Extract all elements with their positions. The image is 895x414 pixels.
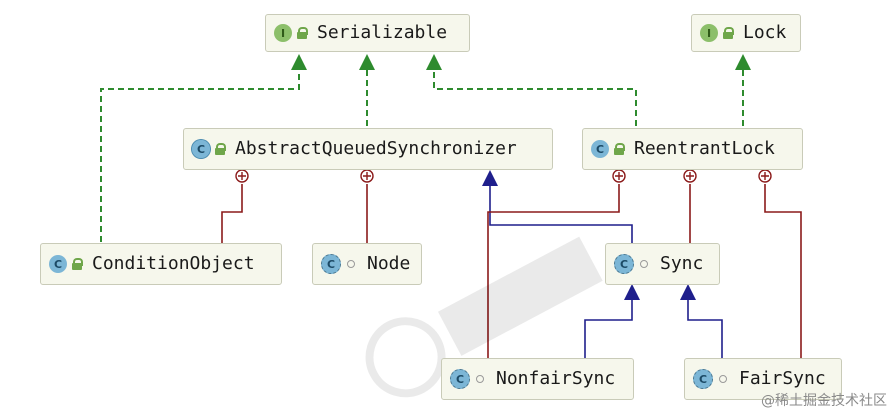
package-private-icon: [476, 375, 484, 383]
edge-aqs-inner-conditionobject: [221, 184, 243, 243]
package-private-icon: [640, 260, 648, 268]
public-lock-icon: [72, 258, 83, 270]
node-nonfairsync[interactable]: C NonfairSync: [441, 358, 634, 400]
node-node[interactable]: C Node: [312, 243, 422, 285]
node-label: Sync: [660, 253, 704, 274]
inner-class-marker: [758, 169, 772, 183]
package-private-icon: [347, 260, 355, 268]
arrowhead-navy: [624, 284, 640, 300]
public-lock-icon: [723, 27, 734, 39]
arrowhead-navy: [680, 284, 696, 300]
static-class-icon: C: [450, 369, 470, 389]
node-label: ReentrantLock: [634, 138, 775, 159]
static-class-icon: C: [693, 369, 713, 389]
static-class-icon: C: [321, 254, 341, 274]
interface-icon: I: [274, 24, 292, 42]
node-label: NonfairSync: [496, 368, 616, 389]
watermark-logo: [365, 236, 603, 398]
edge-fairsync-extends-sync: [687, 300, 723, 358]
node-reentrantlock[interactable]: C ReentrantLock: [582, 128, 803, 170]
class-icon: C: [591, 140, 609, 158]
arrowhead-green: [426, 54, 442, 70]
public-lock-icon: [297, 27, 308, 39]
arrowhead-navy: [482, 170, 498, 186]
abstract-static-class-icon: C: [614, 254, 634, 274]
arrowhead-green: [735, 54, 751, 70]
node-sync[interactable]: C Sync: [605, 243, 720, 285]
node-label: Lock: [743, 22, 787, 43]
inner-class-marker: [360, 169, 374, 183]
edge-reentrantlock-inner-nonfairsync: [487, 184, 620, 358]
edge-reentrantlock-implements-serializable: [433, 70, 637, 126]
interface-icon: I: [700, 24, 718, 42]
node-label: FairSync: [739, 368, 826, 389]
edge-reentrantlock-inner-fairsync: [764, 184, 802, 358]
node-abstractqueuedsynchronizer[interactable]: C AbstractQueuedSynchronizer: [183, 128, 553, 170]
edge-nonfairsync-extends-sync: [584, 300, 633, 358]
class-icon: C: [49, 255, 67, 273]
arrowhead-green: [359, 54, 375, 70]
inner-class-marker: [683, 169, 697, 183]
public-lock-icon: [614, 143, 625, 155]
public-lock-icon: [215, 143, 226, 155]
node-serializable[interactable]: I Serializable: [265, 14, 470, 52]
watermark-text: @稀土掘金技术社区: [761, 393, 887, 409]
node-label: Node: [367, 253, 411, 274]
node-label: Serializable: [317, 22, 448, 43]
node-fairsync[interactable]: C FairSync: [684, 358, 842, 400]
arrowhead-green: [291, 54, 307, 70]
node-label: ConditionObject: [92, 253, 255, 274]
node-label: AbstractQueuedSynchronizer: [235, 138, 517, 159]
abstract-class-icon: C: [192, 140, 210, 158]
node-conditionobject[interactable]: C ConditionObject: [40, 243, 282, 285]
inner-class-marker: [612, 169, 626, 183]
node-lock[interactable]: I Lock: [691, 14, 801, 52]
edge-sync-extends-aqs: [489, 186, 633, 243]
inner-class-marker: [235, 169, 249, 183]
package-private-icon: [719, 375, 727, 383]
edge-conditionobject-implements-serializable: [100, 70, 300, 242]
